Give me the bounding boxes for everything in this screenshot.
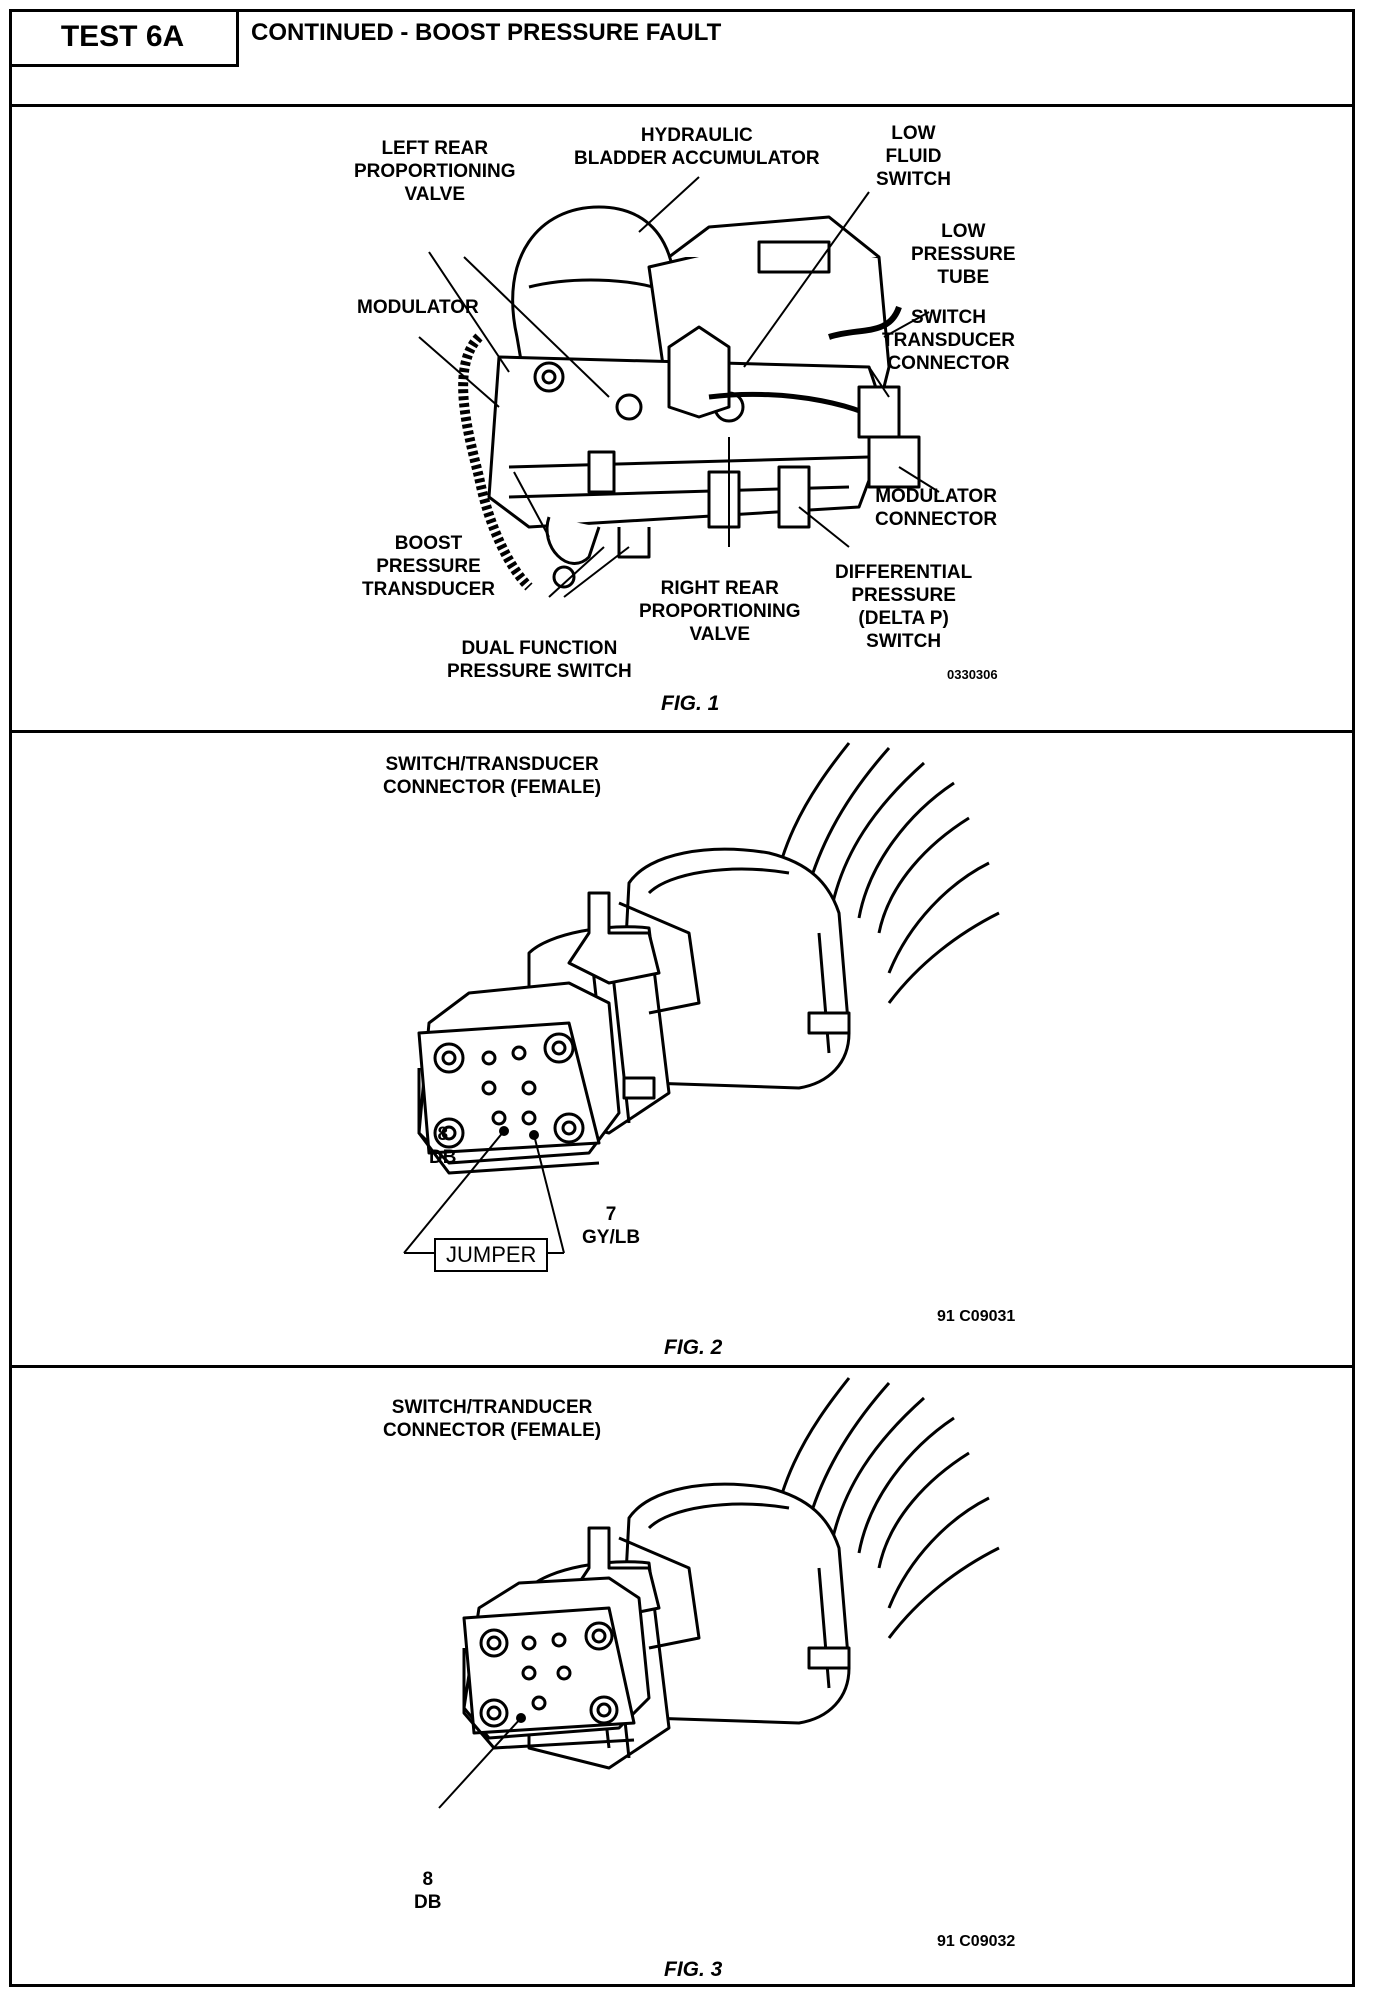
fig2-panel: SWITCH/TRANSDUCER CONNECTOR (FEMALE) 8 D… <box>9 730 1355 1365</box>
header: TEST 6A CONTINUED - BOOST PRESSURE FAULT <box>9 9 1355 107</box>
connector-fig3-drawing <box>438 1377 1000 1809</box>
fig2-pin8-label: 8 DB <box>429 1124 457 1168</box>
label-left-rear-valve: LEFT REAR PROPORTIONING VALVE <box>354 138 516 205</box>
jumper-label: JUMPER <box>434 1238 549 1272</box>
fig1-caption: FIG. 1 <box>661 692 720 715</box>
label-switch-transducer-connector: SWITCH TRANSDUCER CONNECTOR <box>882 307 1015 374</box>
fig3-panel: SWITCH/TRANDUCER CONNECTOR (FEMALE) 8 DB… <box>9 1365 1355 1987</box>
fig3-pin8-label: 8 DB <box>414 1869 442 1913</box>
page-frame <box>9 9 1355 1987</box>
label-modulator-connector: MODULATOR CONNECTOR <box>875 486 998 530</box>
fig2-code: 91 C09031 <box>937 1308 1016 1325</box>
fig2-pin7-label: 7 GY/LB <box>582 1204 641 1248</box>
label-right-rear-valve: RIGHT REAR PROPORTIONING VALVE <box>639 578 801 645</box>
fig1-code: 0330306 <box>947 667 998 682</box>
fig3-code: 91 C09032 <box>937 1933 1016 1950</box>
label-low-pressure-tube: LOW PRESSURE TUBE <box>911 221 1016 288</box>
page-title: CONTINUED - BOOST PRESSURE FAULT <box>251 19 722 46</box>
test-id: TEST 6A <box>9 9 239 67</box>
fig2-connector-title: SWITCH/TRANSDUCER CONNECTOR (FEMALE) <box>383 754 602 798</box>
connector-fig2-drawing <box>403 742 1000 1254</box>
fig3-connector-title: SWITCH/TRANDUCER CONNECTOR (FEMALE) <box>383 1397 602 1441</box>
label-dual-function-pressure-switch: DUAL FUNCTION PRESSURE SWITCH <box>447 638 632 682</box>
label-boost-pressure-transducer: BOOST PRESSURE TRANSDUCER <box>362 533 495 600</box>
modulator-assembly-drawing <box>418 176 940 598</box>
label-differential-pressure-switch: DIFFERENTIAL PRESSURE (DELTA P) SWITCH <box>835 562 973 652</box>
label-modulator: MODULATOR <box>357 297 479 318</box>
label-low-fluid-switch: LOW FLUID SWITCH <box>876 123 951 190</box>
fig2-caption: FIG. 2 <box>664 1336 723 1359</box>
fig3-caption: FIG. 3 <box>664 1958 723 1981</box>
fig1-panel: LEFT REAR PROPORTIONING VALVE HYDRAULIC … <box>9 107 1355 730</box>
label-accumulator: HYDRAULIC BLADDER ACCUMULATOR <box>574 125 820 169</box>
